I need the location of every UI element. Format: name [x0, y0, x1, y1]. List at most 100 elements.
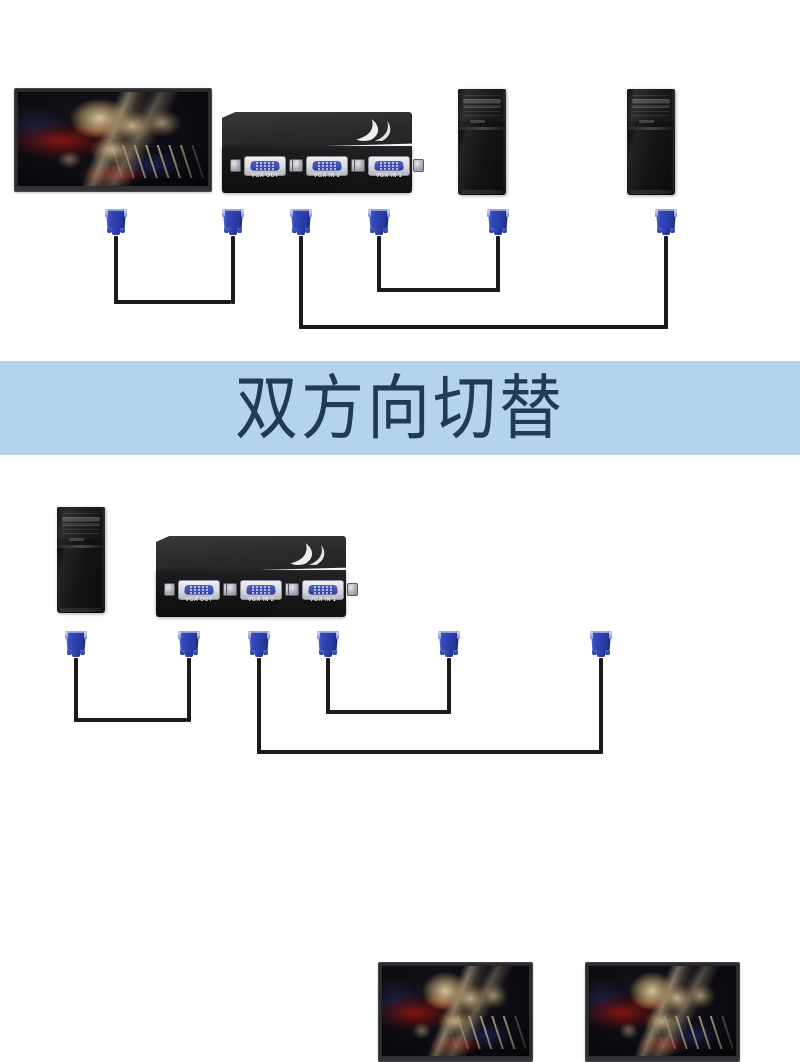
tower-foot: [460, 189, 504, 194]
cable-segment: [74, 658, 78, 722]
cable-segment: [114, 300, 231, 304]
cable-segment: [74, 718, 187, 722]
vga-port-pins: [246, 584, 276, 595]
section-divider-banner: 双方向切替: [0, 361, 800, 455]
vga-in-1-port[interactable]: [302, 579, 344, 600]
vga-plug-switch-in1-end: [290, 209, 312, 239]
tower-upper-panel: [458, 89, 506, 121]
cable-segment: [377, 236, 381, 292]
cable-segment: [231, 236, 235, 304]
vga-port-pins: [250, 160, 280, 171]
tower-foot: [629, 189, 673, 194]
vga-port-pins: [308, 584, 338, 595]
tower-badge: [69, 537, 84, 542]
tower-panel-split: [628, 127, 674, 131]
tower-side-highlight: [670, 89, 675, 195]
monitor-screen: [589, 966, 736, 1056]
tower-front-door: [627, 130, 675, 190]
tower-front-door: [458, 130, 506, 190]
banner-title: 双方向切替: [235, 367, 565, 449]
cable-segment: [326, 710, 451, 714]
vga-in-2-port[interactable]: [240, 579, 282, 600]
port-group-vga-in-1[interactable]: [354, 155, 424, 176]
cable-segment: [664, 236, 668, 329]
tower-drive-bay: [61, 522, 101, 527]
cable-segment: [599, 658, 603, 754]
top-diagram-section: VGA OUT VGA IN 2: [0, 0, 800, 360]
vga-plug-switch-out-end: [222, 209, 244, 239]
thumbscrew-icon: [354, 159, 365, 173]
screen-vignette: [589, 966, 736, 1056]
tower-upper-panel: [627, 89, 675, 121]
screen-vignette: [18, 92, 208, 186]
tower-drive-bay: [462, 104, 502, 109]
vga-switch-top: VGA OUT VGA IN 2: [222, 112, 424, 193]
tower-vents: [463, 95, 501, 117]
tower-drive-bay: [631, 104, 671, 109]
vga-in-2-label: VGA IN 2: [313, 172, 341, 179]
tower-vents: [632, 95, 670, 117]
tower-front-door: [57, 548, 105, 608]
switch-front-panel: VGA OUT VGA IN 2: [156, 569, 358, 617]
cable-segment: [257, 658, 261, 754]
thumbscrew-icon: [413, 159, 424, 173]
thumbscrew-icon: [226, 583, 237, 597]
switch-front-panel: VGA OUT VGA IN 2: [222, 145, 424, 193]
cable-segment: [114, 236, 118, 304]
vga-in-1-port[interactable]: [368, 155, 410, 176]
cable-segment: [377, 288, 500, 292]
vga-plug-switch-in2-end: [317, 631, 339, 661]
monitor-screen: [382, 966, 529, 1056]
vga-in-1-label: VGA IN 1: [375, 172, 403, 179]
tower-drive-bay: [61, 516, 101, 521]
cable-segment: [299, 236, 303, 329]
screen-vignette: [382, 966, 529, 1056]
vga-port-pins: [374, 160, 404, 171]
monitor-screen: [18, 92, 208, 186]
vga-port-pins: [184, 584, 214, 595]
vga-plug-switch-out-end: [178, 631, 200, 661]
vga-out-port[interactable]: [178, 579, 220, 600]
tower-vents: [62, 513, 100, 535]
thumbscrew-icon: [230, 159, 241, 173]
tower-drive-bay: [631, 98, 671, 103]
cable-segment: [496, 236, 500, 292]
cable-segment: [257, 750, 603, 754]
tower-foot: [59, 607, 103, 612]
vga-plug-pc1-end: [487, 209, 509, 239]
cable-segment: [326, 658, 330, 714]
thumbscrew-icon: [292, 159, 303, 173]
monitor-bezel-chin: [586, 1057, 739, 1061]
tower-panel-split: [459, 127, 505, 131]
monitor-bottom-1: [378, 962, 533, 1062]
vga-switch-bottom: VGA OUT VGA IN 2: [156, 536, 358, 617]
tower-drive-bay: [462, 98, 502, 103]
vga-plug-monitor1-end: [438, 631, 460, 661]
port-group-vga-in-1[interactable]: [288, 579, 358, 600]
switch-top-panel: [156, 536, 346, 573]
cable-segment: [187, 658, 191, 722]
thumbscrew-icon: [347, 583, 358, 597]
vga-plug-switch-in2-end: [368, 209, 390, 239]
vga-out-port[interactable]: [244, 155, 286, 176]
vga-plug-pc2-end: [655, 209, 677, 239]
vga-plug-monitor2-end: [590, 631, 612, 661]
swoosh-logo-icon: [356, 119, 391, 141]
vga-in-2-port[interactable]: [306, 155, 348, 176]
vga-in-1-label: VGA IN 1: [309, 596, 337, 603]
monitor-bottom-2: [585, 962, 740, 1062]
pc-tower-top-1: [458, 89, 506, 195]
cable-segment: [299, 325, 668, 329]
vga-port-pins: [312, 160, 342, 171]
swoosh-logo-icon: [290, 543, 325, 565]
tower-badge: [470, 119, 485, 124]
bottom-diagram-section: VGA OUT VGA IN 2: [0, 456, 800, 1062]
vga-plug-pc-end: [65, 631, 87, 661]
monitor-bezel-chin: [379, 1057, 532, 1061]
vga-out-label: VGA OUT: [251, 172, 279, 179]
pc-tower-bottom: [57, 507, 105, 613]
vga-plug-switch-in1-end: [248, 631, 270, 661]
cable-segment: [447, 658, 451, 714]
switch-top-panel: [222, 112, 412, 149]
